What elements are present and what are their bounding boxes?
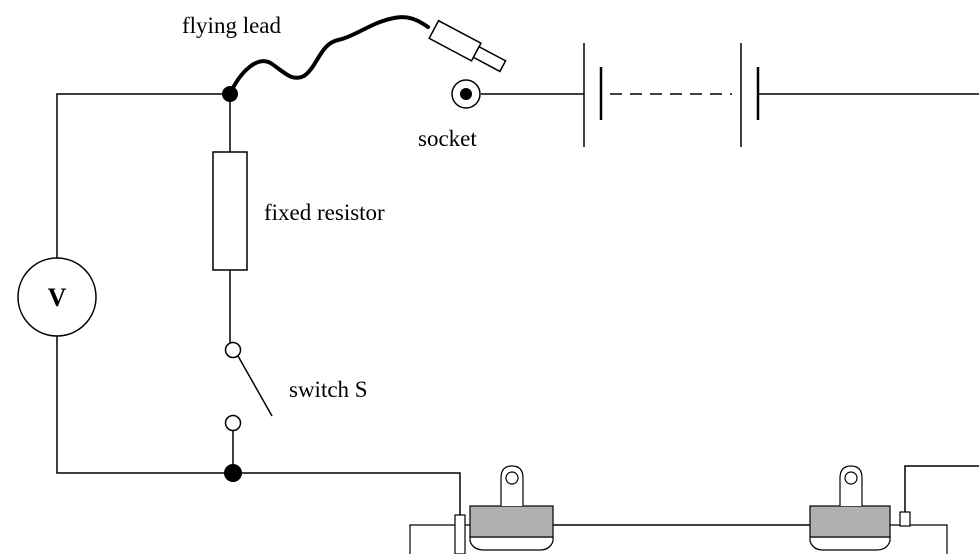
flying-lead-plug[interactable]	[428, 19, 507, 75]
voltmeter	[17, 257, 97, 337]
battery	[583, 43, 760, 147]
switch-label: switch S	[289, 377, 368, 402]
fixed-resistor-label: fixed resistor	[264, 200, 385, 225]
flying-lead-cable	[228, 15, 430, 96]
voltmeter-label: V	[48, 283, 67, 312]
left-clip[interactable]	[454, 465, 554, 554]
wire-top-left	[56, 93, 230, 259]
board-outline	[409, 524, 470, 554]
board-outline-right	[890, 524, 948, 554]
switch-s[interactable]	[224, 341, 273, 432]
right-clip[interactable]	[809, 465, 911, 551]
wire-bottom-right	[233, 472, 461, 515]
socket[interactable]	[451, 79, 481, 109]
fixed-resistor	[212, 151, 248, 271]
wire-bottom-left	[56, 336, 233, 474]
flying-lead-label: flying lead	[182, 13, 281, 38]
socket-label: socket	[418, 126, 477, 151]
wire-lower-right	[904, 465, 979, 512]
junction-bottom	[224, 464, 242, 482]
junction-top	[222, 86, 238, 102]
